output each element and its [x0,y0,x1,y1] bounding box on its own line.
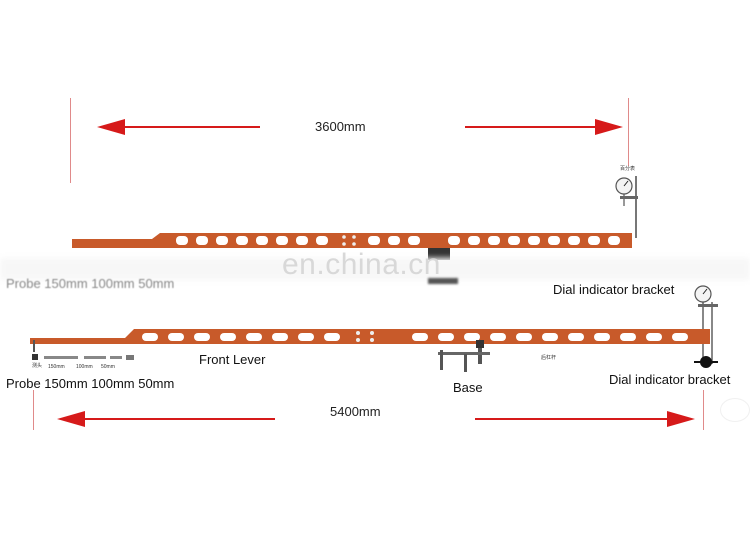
top-dial-gauge-icon [615,176,638,238]
probe-pieces-icon [32,354,134,360]
base-label: Base [453,380,483,395]
top-lever-beam [72,233,632,260]
probe-caption: 测头 [32,363,43,369]
watermark-text: en.china.cn [282,248,441,281]
bottom-right-guide-line [703,390,704,430]
top-probe-label: Probe 150mm 100mm 50mm [6,276,175,291]
bottom-dimension-label: 5400mm [330,404,381,419]
top-base-mark [428,278,458,284]
front-lever-label: Front Lever [199,352,266,367]
top-dial-bracket-label: Dial indicator bracket [553,282,675,297]
faint-stamp-mark [720,398,750,422]
top-dimension-arrows [97,119,623,135]
base-stand-icon [438,340,490,372]
bottom-lever-beam [30,329,710,352]
top-dimension-label: 3600mm [315,119,366,134]
watermark-band [0,258,750,280]
top-right-guide-line [628,98,629,166]
bottom-probe-label: Probe 150mm 100mm 50mm [6,376,175,391]
rear-lever-caption: 后杠杆 [541,355,557,361]
probe-size-150: 150mm [48,364,65,370]
bottom-dimension-arrows [57,411,695,427]
top-left-guide-line [70,98,71,183]
bottom-dial-bracket-label: Dial indicator bracket [609,372,731,387]
top-beam-holes [176,236,620,245]
top-gauge-caption: 百分表 [620,166,636,172]
probe-size-100: 100mm [76,364,93,370]
probe-size-50: 50mm [101,364,115,370]
bottom-beam-holes [142,333,688,341]
bottom-left-guide-line [33,390,34,430]
